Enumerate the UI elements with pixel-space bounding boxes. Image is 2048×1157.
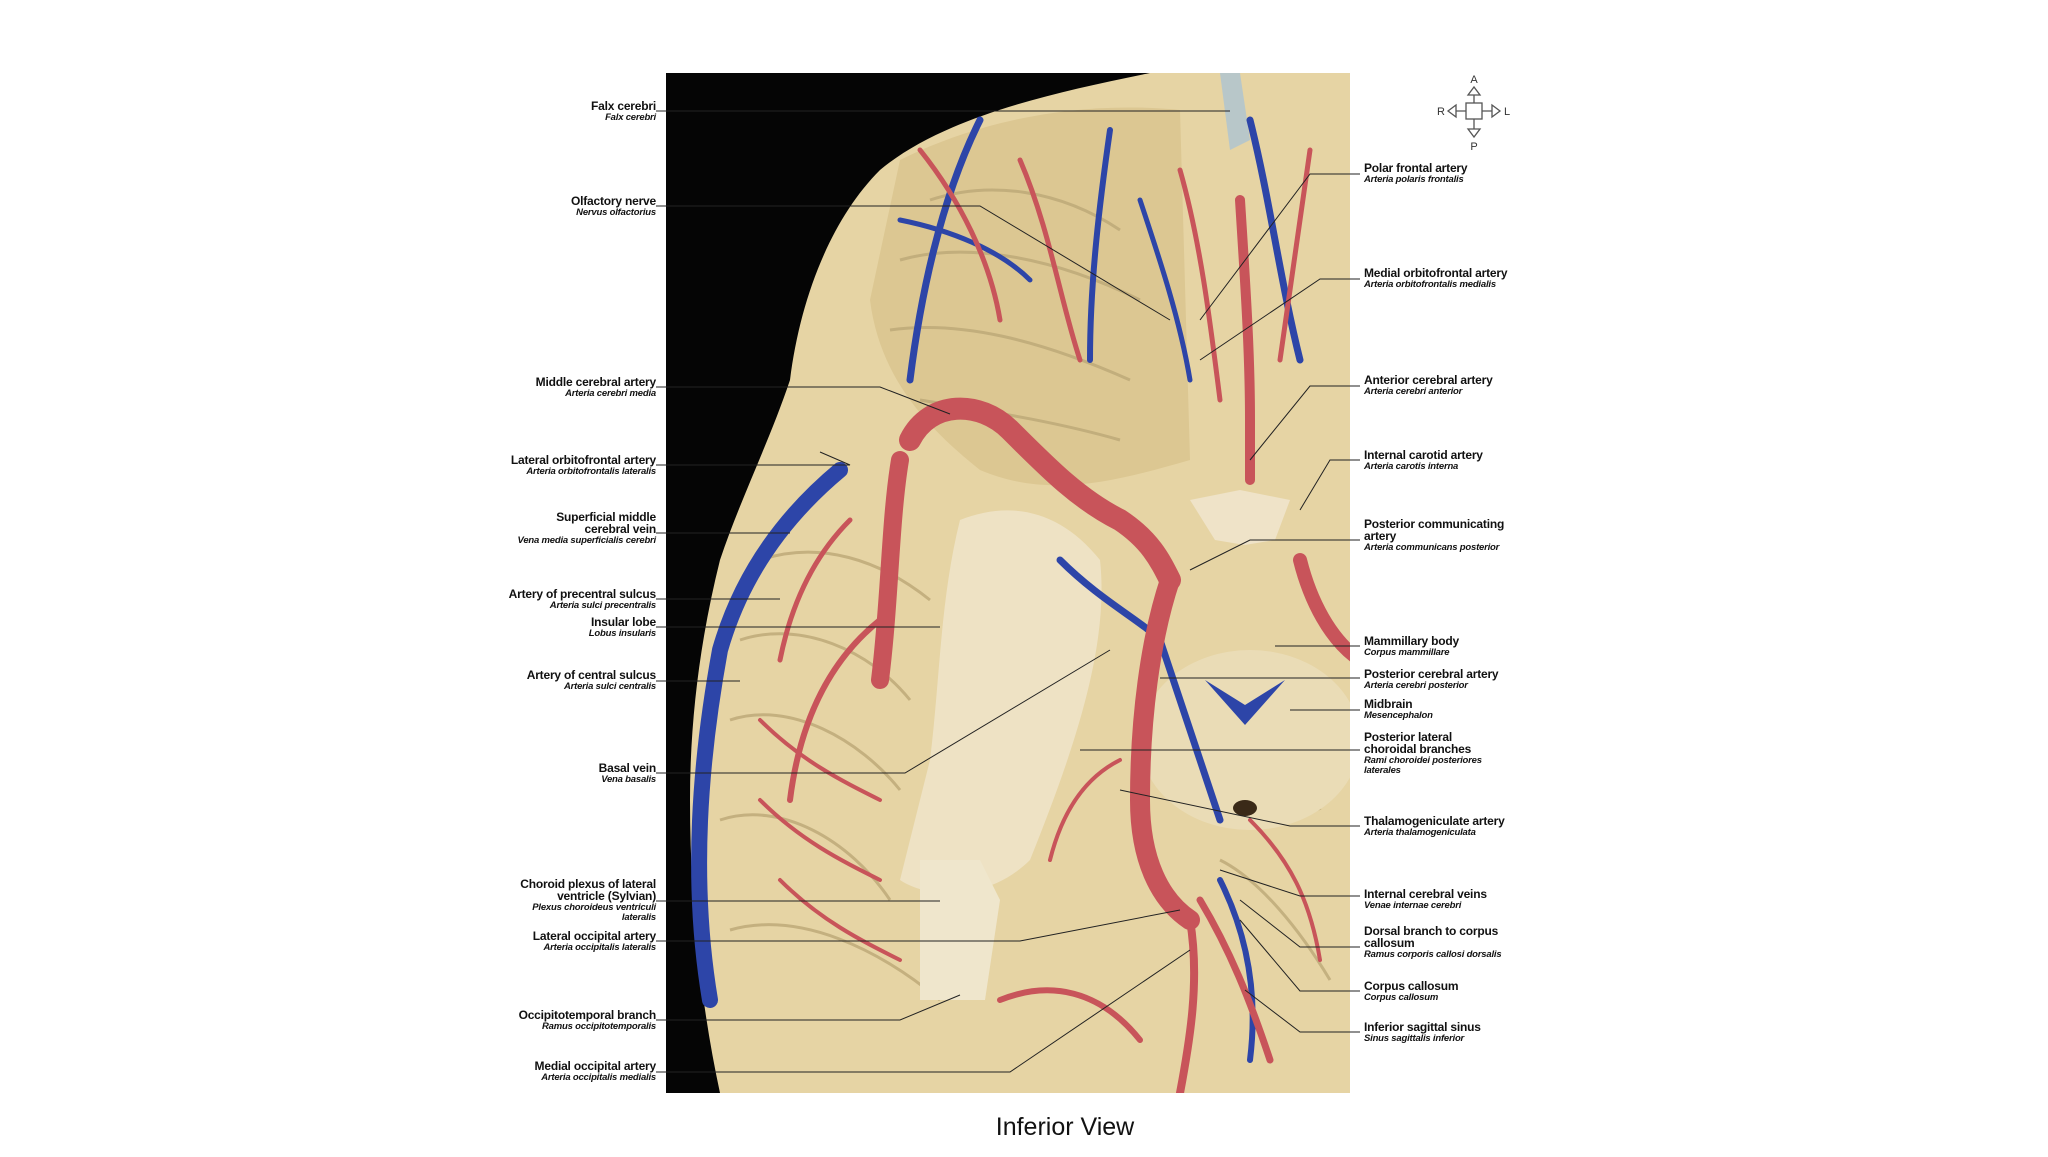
label-insular-lobe: Insular lobe Lobus insularis	[296, 616, 656, 639]
label-en: Occipitotemporal branch	[518, 1008, 657, 1022]
label-la: Arteria communicans posterior	[1364, 542, 1500, 553]
optic-chiasm	[1190, 490, 1290, 545]
label-la: Mesencephalon	[1364, 710, 1433, 721]
label-la: Falx cerebri	[605, 112, 656, 123]
label-middle-cerebral-artery: Middle cerebral artery Arteria cerebri m…	[296, 375, 657, 399]
label-en: Medial occipital artery	[534, 1059, 657, 1073]
label-la: Rami choroidei posteriores laterales	[1364, 755, 1482, 776]
label-en: Anterior cerebral artery	[1364, 373, 1493, 387]
label-en: Artery of central sulcus	[526, 668, 656, 682]
label-en: Lateral occipital artery	[532, 929, 656, 943]
label-la: Arteria carotis interna	[1364, 461, 1459, 472]
label-anterior-cerebral-artery: Anterior cerebral artery Arteria cerebri…	[1364, 374, 1724, 397]
label-artery-of-precentral-sulcus: Artery of precentral sulcus Arteria sulc…	[296, 587, 657, 611]
label-la: Arteria cerebri media	[565, 388, 656, 399]
label-internal-carotid-artery: Internal carotid artery Arteria carotis …	[1364, 449, 1724, 472]
dissection-block	[920, 860, 1000, 1000]
label-midbrain: Midbrain Mesencephalon	[1364, 698, 1724, 721]
orientation-compass	[1446, 85, 1502, 139]
label-en: Mammillary body	[1364, 634, 1460, 648]
label-posterior-lateral-choroidal-branches: Posterior lateral choroidal branches Ram…	[1364, 731, 1724, 775]
label-en: Medial orbitofrontal artery	[1364, 266, 1508, 280]
label-occipitotemporal-branch: Occipitotemporal branch Ramus occipitote…	[296, 1008, 657, 1032]
label-mammillary-body: Mammillary body Corpus mammillare	[1364, 635, 1724, 658]
label-olfactory-nerve: Olfactory nerve Nervus olfactorius	[296, 195, 656, 218]
label-basal-vein: Basal vein Vena basalis	[296, 761, 657, 785]
label-en: Artery of precentral sulcus	[508, 587, 657, 601]
label-falx-cerebri: Falx cerebri Falx cerebri	[296, 100, 656, 123]
label-posterior-communicating-artery: Posterior communicating artery Arteria c…	[1364, 518, 1724, 553]
label-en: Posterior cerebral artery	[1364, 667, 1499, 681]
label-en: Internal carotid artery	[1364, 448, 1483, 462]
label-medial-occipital-artery: Medial occipital artery Arteria occipita…	[296, 1059, 657, 1083]
label-la: Arteria cerebri posterior	[1364, 680, 1468, 691]
label-en: Falx cerebri	[591, 99, 656, 113]
label-la: Arteria orbitofrontalis lateralis	[526, 466, 656, 477]
label-la: Ramus occipitotemporalis	[542, 1021, 656, 1032]
label-lateral-occipital-artery: Lateral occipital artery Arteria occipit…	[296, 930, 656, 953]
specimen-photo	[666, 73, 1350, 1093]
label-artery-of-central-sulcus: Artery of central sulcus Arteria sulci c…	[296, 669, 656, 692]
label-la: Vena basalis	[601, 774, 656, 785]
label-la: Arteria thalamogeniculata	[1364, 827, 1476, 838]
label-en: Middle cerebral artery	[535, 375, 657, 389]
midbrain-notch	[1205, 680, 1285, 725]
label-en: Polar frontal artery	[1364, 161, 1468, 175]
midbrain	[1140, 650, 1350, 830]
label-la: Corpus callosum	[1364, 992, 1439, 1003]
label-la: Arteria orbitofrontalis medialis	[1364, 279, 1496, 290]
insular-region	[900, 510, 1102, 894]
label-en: Dorsal branch to corpus callosum	[1364, 924, 1499, 950]
label-thalamogeniculate-artery: Thalamogeniculate artery Arteria thalamo…	[1364, 815, 1724, 838]
label-polar-frontal-artery: Polar frontal artery Arteria polaris fro…	[1364, 162, 1724, 185]
label-la: Nervus olfactorius	[576, 207, 656, 218]
label-la: Arteria occipitalis medialis	[541, 1072, 656, 1083]
label-en: Lateral orbitofrontal artery	[510, 453, 656, 467]
label-superficial-middle-cerebral-vein: Superficial middle cerebral vein Vena me…	[296, 510, 657, 546]
label-la: Arteria occipitalis lateralis	[543, 942, 657, 953]
compass-anterior: A	[1470, 74, 1478, 86]
label-inferior-sagittal-sinus: Inferior sagittal sinus Sinus sagittalis…	[1364, 1021, 1724, 1044]
label-en: Internal cerebral veins	[1364, 887, 1487, 901]
label-en: Basal vein	[598, 761, 657, 775]
label-en: Posterior lateral choroidal branches	[1364, 730, 1472, 756]
label-en: Inferior sagittal sinus	[1364, 1020, 1481, 1034]
compass-right: R	[1437, 106, 1445, 118]
label-en: Posterior communicating artery	[1364, 517, 1505, 543]
label-medial-orbitofrontal-artery: Medial orbitofrontal artery Arteria orbi…	[1364, 267, 1724, 290]
label-la: Arteria sulci centralis	[563, 681, 656, 692]
figure-caption: Inferior View	[995, 1113, 1135, 1141]
leader-lines-left	[656, 110, 1230, 1073]
label-choroid-plexus: Choroid plexus of lateral ventricle (Syl…	[296, 878, 656, 922]
label-en: Olfactory nerve	[570, 194, 656, 208]
leader-lines-right	[1080, 173, 1360, 1033]
label-corpus-callosum: Corpus callosum Corpus callosum	[1364, 980, 1724, 1003]
label-la: Vena media superficialis cerebri	[517, 535, 657, 546]
label-la: Arteria cerebri anterior	[1364, 386, 1463, 397]
label-en: Thalamogeniculate artery	[1364, 814, 1505, 828]
label-la: Ramus corporis callosi dorsalis	[1364, 949, 1502, 960]
label-en: Midbrain	[1364, 697, 1413, 711]
label-la: Sinus sagittalis inferior	[1364, 1033, 1465, 1044]
label-la: Plexus choroideus ventriculi lateralis	[532, 902, 656, 923]
label-en: Choroid plexus of lateral ventricle (Syl…	[520, 877, 656, 903]
compass-left: L	[1504, 106, 1510, 118]
label-dorsal-branch-corpus-callosum: Dorsal branch to corpus callosum Ramus c…	[1364, 925, 1724, 960]
cerebral-aqueduct	[1233, 800, 1257, 816]
label-la: Lobus insularis	[588, 628, 656, 639]
label-en: Corpus callosum	[1364, 979, 1459, 993]
label-la: Venae internae cerebri	[1364, 900, 1462, 911]
falx-strip	[1220, 73, 1250, 150]
label-la: Arteria sulci precentralis	[549, 600, 656, 611]
label-internal-cerebral-veins: Internal cerebral veins Venae internae c…	[1364, 888, 1724, 911]
label-posterior-cerebral-artery: Posterior cerebral artery Arteria cerebr…	[1364, 668, 1724, 691]
label-en: Insular lobe	[591, 615, 656, 629]
compass-posterior: P	[1470, 141, 1477, 153]
label-la: Corpus mammillare	[1364, 647, 1450, 658]
label-en: Superficial middle cerebral vein	[556, 510, 656, 536]
label-la: Arteria polaris frontalis	[1364, 174, 1464, 185]
label-lateral-orbitofrontal-artery: Lateral orbitofrontal artery Arteria orb…	[296, 454, 656, 477]
